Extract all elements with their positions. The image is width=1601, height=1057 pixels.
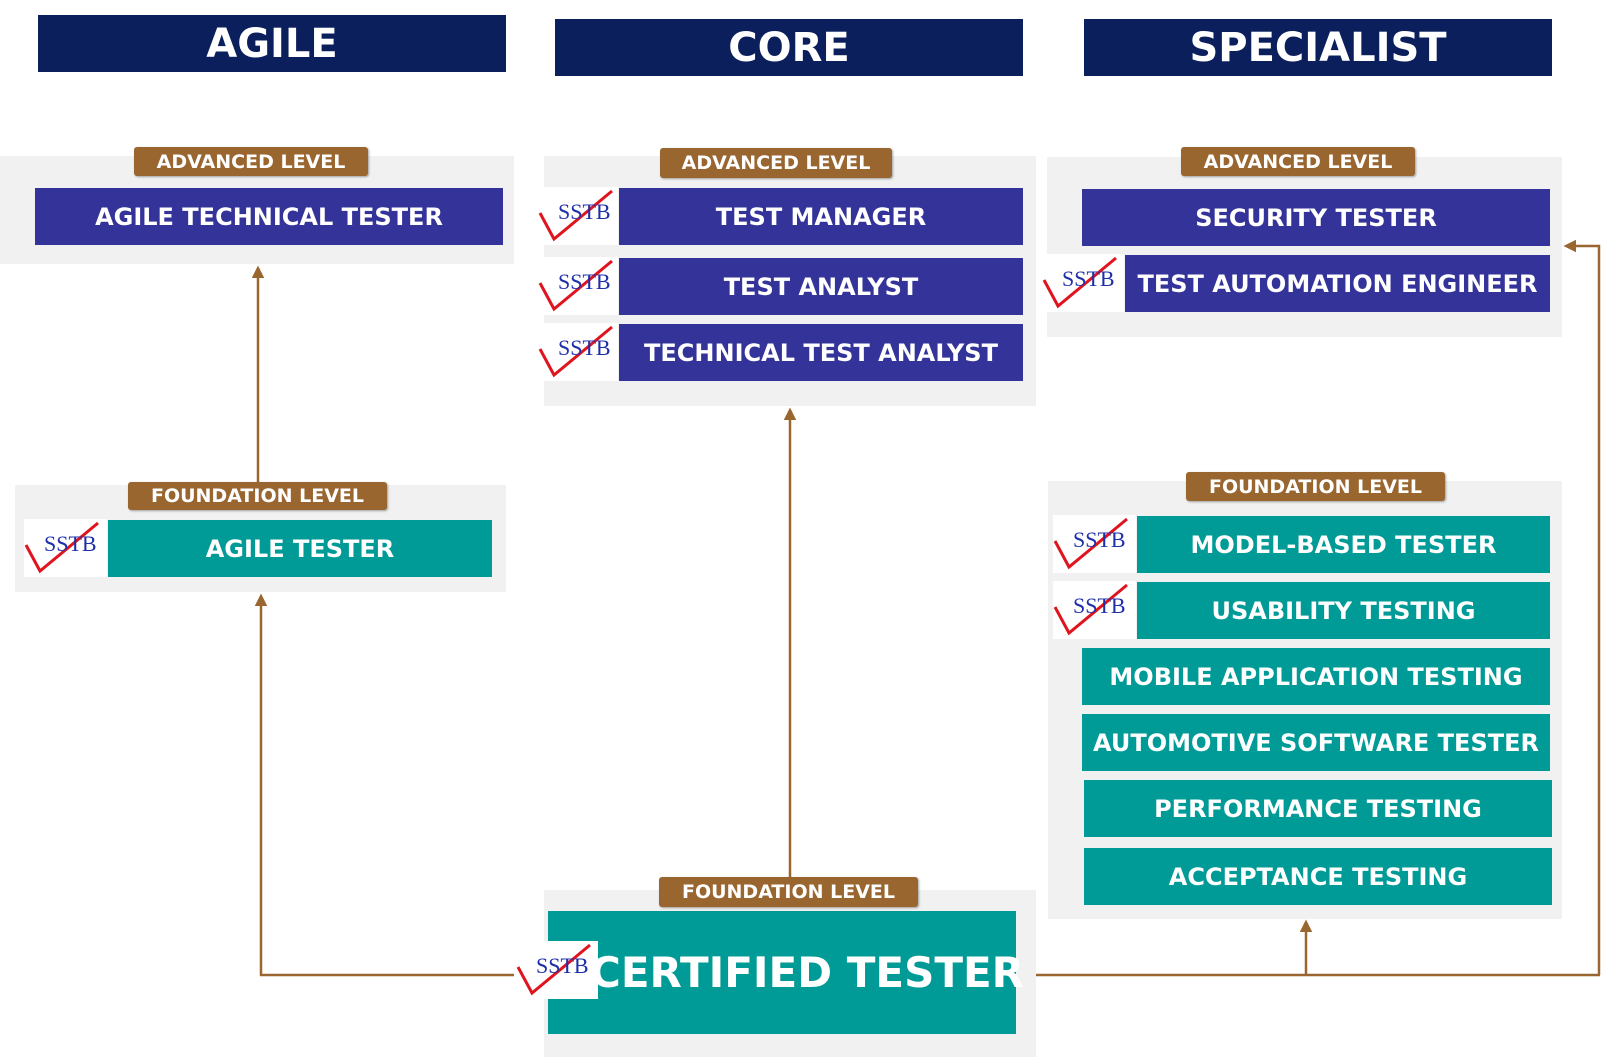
- svg-text:SSTB: SSTB: [558, 335, 611, 360]
- svg-text:SSTB: SSTB: [44, 531, 97, 556]
- sstb-logo: SSTB: [516, 941, 598, 999]
- cert-technical-test-analyst: TECHNICAL TEST ANALYST: [619, 324, 1023, 381]
- sstb-logo: SSTB: [1053, 515, 1136, 573]
- svg-text:SSTB: SSTB: [536, 953, 589, 978]
- sstb-logo: SSTB: [1042, 254, 1124, 312]
- sstb-logo: SSTB: [24, 519, 107, 577]
- cert-certified-tester: CERTIFIED TESTER: [548, 911, 1024, 1034]
- cert-test-automation-engineer: TEST AUTOMATION ENGINEER: [1125, 255, 1550, 312]
- cert-agile-tester: AGILE TESTER: [108, 520, 492, 577]
- svg-text:SSTB: SSTB: [558, 269, 611, 294]
- column-header-core: CORE: [555, 19, 1023, 76]
- cert-security-tester: SECURITY TESTER: [1082, 189, 1550, 246]
- sstb-logo: SSTB: [538, 257, 618, 315]
- column-header-agile: AGILE: [38, 15, 506, 72]
- cert-model-based-tester: MODEL-BASED TESTER: [1137, 516, 1550, 573]
- level-tag-agile-advanced: ADVANCED LEVEL: [134, 147, 368, 176]
- cert-mobile-application-testing: MOBILE APPLICATION TESTING: [1082, 648, 1550, 705]
- column-header-specialist: SPECIALIST: [1084, 19, 1552, 76]
- arrow-certified-to-agile-tester: [254, 593, 514, 977]
- arrow-to-specialist-advanced: [1563, 239, 1601, 975]
- level-tag-core-foundation: FOUNDATION LEVEL: [659, 877, 918, 907]
- level-tag-specialist-advanced: ADVANCED LEVEL: [1181, 147, 1415, 176]
- sstb-logo: SSTB: [538, 187, 618, 245]
- svg-text:SSTB: SSTB: [1073, 593, 1126, 618]
- cert-test-analyst: TEST ANALYST: [619, 258, 1023, 315]
- cert-test-manager: TEST MANAGER: [619, 188, 1023, 245]
- cert-acceptance-testing: ACCEPTANCE TESTING: [1084, 848, 1552, 905]
- svg-text:SSTB: SSTB: [1062, 266, 1115, 291]
- level-tag-agile-foundation: FOUNDATION LEVEL: [128, 482, 387, 510]
- cert-performance-testing: PERFORMANCE TESTING: [1084, 780, 1552, 837]
- svg-text:SSTB: SSTB: [1073, 527, 1126, 552]
- cert-usability-testing: USABILITY TESTING: [1137, 582, 1550, 639]
- cert-agile-technical-tester: AGILE TECHNICAL TESTER: [35, 188, 503, 245]
- level-tag-specialist-foundation: FOUNDATION LEVEL: [1186, 472, 1445, 501]
- sstb-logo: SSTB: [1053, 581, 1136, 639]
- level-tag-core-advanced: ADVANCED LEVEL: [660, 148, 892, 178]
- svg-text:SSTB: SSTB: [558, 199, 611, 224]
- sstb-logo: SSTB: [538, 323, 618, 381]
- cert-automotive-software-tester: AUTOMOTIVE SOFTWARE TESTER: [1082, 714, 1550, 771]
